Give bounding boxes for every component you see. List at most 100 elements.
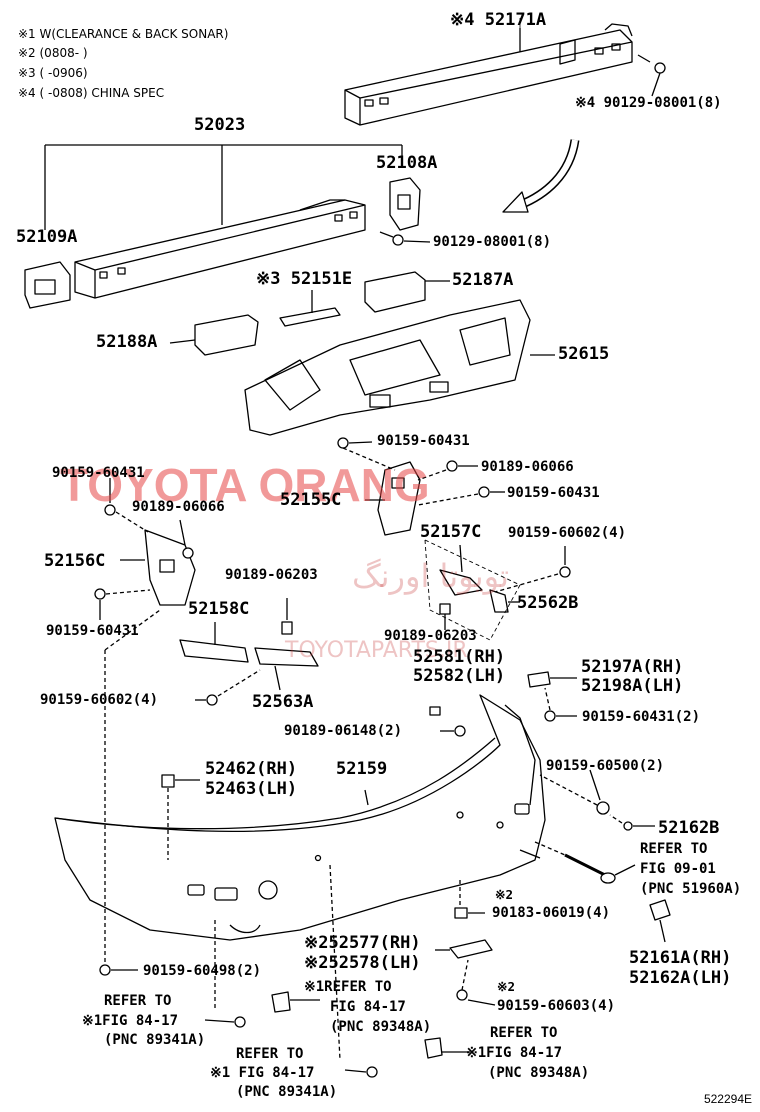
label-90159-60431-right: 90159-60431	[507, 485, 600, 501]
direction-arrow	[502, 139, 580, 213]
label-52162A: 52162A(LH)	[629, 968, 732, 988]
sensor-bracket-52577	[435, 939, 493, 959]
note-4: ※4 ( -0808) CHINA SPEC	[18, 86, 165, 100]
nut-90189-06148	[440, 725, 466, 737]
label-52582: 52582(LH)	[413, 666, 506, 686]
label-52109A: 52109A	[16, 227, 78, 247]
bumper-cover-52159	[54, 694, 546, 941]
watermark-main: TOYOTA ORANG	[60, 459, 430, 511]
screw-90159-60431-left	[104, 478, 149, 533]
refer-c-line2: ※1FIG 84-17	[466, 1045, 563, 1061]
label-90159-60500: 90159-60500(2)	[546, 758, 665, 774]
retainer-52109A	[24, 261, 71, 309]
label-52187A: 52187A	[452, 270, 514, 290]
refer-fig-0901-line2: FIG 09-01	[640, 861, 716, 877]
refer-fig-0901-line3: (PNC 51960A)	[640, 881, 742, 897]
label-90159-60602-right: 90159-60602(4)	[508, 525, 627, 541]
screw-90159-60431-2	[544, 687, 577, 722]
reinforcement-52171A	[344, 23, 633, 126]
screw-90159-60500	[539, 769, 610, 815]
refer-b-line1: ※1REFER TO	[304, 979, 392, 995]
label-52581: 52581(RH)	[413, 647, 506, 667]
label-90159-60603: 90159-60603(4)	[497, 998, 616, 1014]
clip-90189-06203-right	[439, 603, 451, 630]
label-52197A: 52197A(RH)	[581, 657, 684, 677]
pad-52581	[429, 706, 441, 716]
label-52156C: 52156C	[44, 551, 106, 571]
screw-90159-60602-left	[195, 669, 261, 706]
nut-90189-06066-right	[417, 460, 478, 481]
bracket-52562B	[489, 589, 520, 613]
refer-c-line3: (PNC 89348A)	[488, 1065, 590, 1081]
sonar-sensor-right-a	[424, 1037, 470, 1059]
label-90189-06066-right: 90189-06066	[481, 459, 574, 475]
refer-a-line3: (PNC 89341A)	[104, 1032, 206, 1048]
label-52615: 52615	[558, 344, 610, 364]
nut-90183-06019	[454, 880, 485, 919]
label-52171A: ※4 52171A	[450, 10, 547, 30]
retainer-52197A	[527, 671, 577, 688]
screw-90159-60431-right	[417, 486, 505, 506]
absorber-52188A	[169, 314, 259, 356]
energy-absorber-52615	[244, 299, 555, 436]
label-52188A: 52188A	[96, 332, 158, 352]
cover-52161A	[649, 899, 671, 943]
bolt-90129-top	[637, 54, 666, 97]
note-mark-90183: ※2	[495, 887, 513, 902]
sonar-sensor-right-b	[329, 864, 378, 1078]
spacer-52151E	[279, 290, 341, 327]
refer-d-line2: ※1 FIG 84-17	[210, 1065, 315, 1081]
label-52578: ※252578(LH)	[304, 953, 421, 973]
label-52462: 52462(RH)	[205, 759, 298, 779]
label-90159-60602-left: 90159-60602(4)	[40, 692, 159, 708]
label-90183-06019: 90183-06019(4)	[492, 905, 611, 921]
label-90159-60498: 90159-60498(2)	[143, 963, 262, 979]
refer-d-line3: (PNC 89341A)	[236, 1084, 338, 1100]
label-90189-06203-right: 90189-06203	[384, 628, 477, 644]
label-90159-60431-top: 90159-60431	[377, 433, 470, 449]
label-90159-60431-lower: 90159-60431	[46, 623, 139, 639]
label-52161A: 52161A(RH)	[629, 948, 732, 968]
label-52198A: 52198A(LH)	[581, 676, 684, 696]
screw-90159-60602-right	[494, 546, 571, 593]
screw-90159-60431-lower-left	[94, 588, 151, 620]
label-bracket-52023	[44, 144, 403, 230]
towing-eye	[534, 841, 636, 884]
refer-fig-0901-line1: REFER TO	[640, 841, 708, 857]
note-mark-90159-60603: ※2	[497, 979, 515, 994]
label-90189-06066-left: 90189-06066	[132, 499, 225, 515]
label-52563A: 52563A	[252, 692, 314, 712]
retainer-52108A	[389, 177, 421, 231]
absorber-52187A	[364, 271, 450, 313]
label-52158C: 52158C	[188, 599, 250, 619]
reinforcement-52023	[74, 199, 366, 299]
watermark-site: TOYOTAPARTS.IR	[285, 638, 468, 663]
watermark-arabic: تويوتا اورنگ	[352, 557, 510, 595]
refer-b-line3: (PNC 89348A)	[330, 1019, 432, 1035]
refer-a-line2: ※1FIG 84-17	[82, 1013, 179, 1029]
note-3: ※3 ( -0906)	[18, 66, 88, 80]
refer-c-line1: REFER TO	[490, 1025, 558, 1041]
label-52151E: ※3 52151E	[256, 269, 353, 289]
bracket-52155C	[365, 461, 421, 536]
screw-90159-60431-top	[337, 437, 396, 471]
label-52463: 52463(LH)	[205, 779, 298, 799]
label-52155C: 52155C	[280, 490, 342, 510]
refer-a-line1: REFER TO	[104, 993, 172, 1009]
label-90129-08001-top: ※4 90129-08001(8)	[575, 95, 722, 111]
bolt-90129-mid	[379, 231, 431, 246]
label-52108A: 52108A	[376, 153, 438, 173]
sonar-sensor-left-b	[271, 991, 320, 1013]
label-52577: ※252577(RH)	[304, 933, 421, 953]
bracket-52157C	[439, 544, 483, 596]
label-90189-06203-left: 90189-06203	[225, 567, 318, 583]
label-52159: 52159	[336, 759, 388, 779]
cap-52162B	[609, 814, 655, 831]
clip-90189-06203-left	[281, 598, 293, 635]
sonar-sensor-left-a	[204, 920, 246, 1028]
label-52562B: 52562B	[517, 593, 579, 613]
refer-d-line1: REFER TO	[236, 1046, 304, 1062]
label-90189-06148: 90189-06148(2)	[284, 723, 403, 739]
bracket-52158C	[179, 622, 249, 663]
